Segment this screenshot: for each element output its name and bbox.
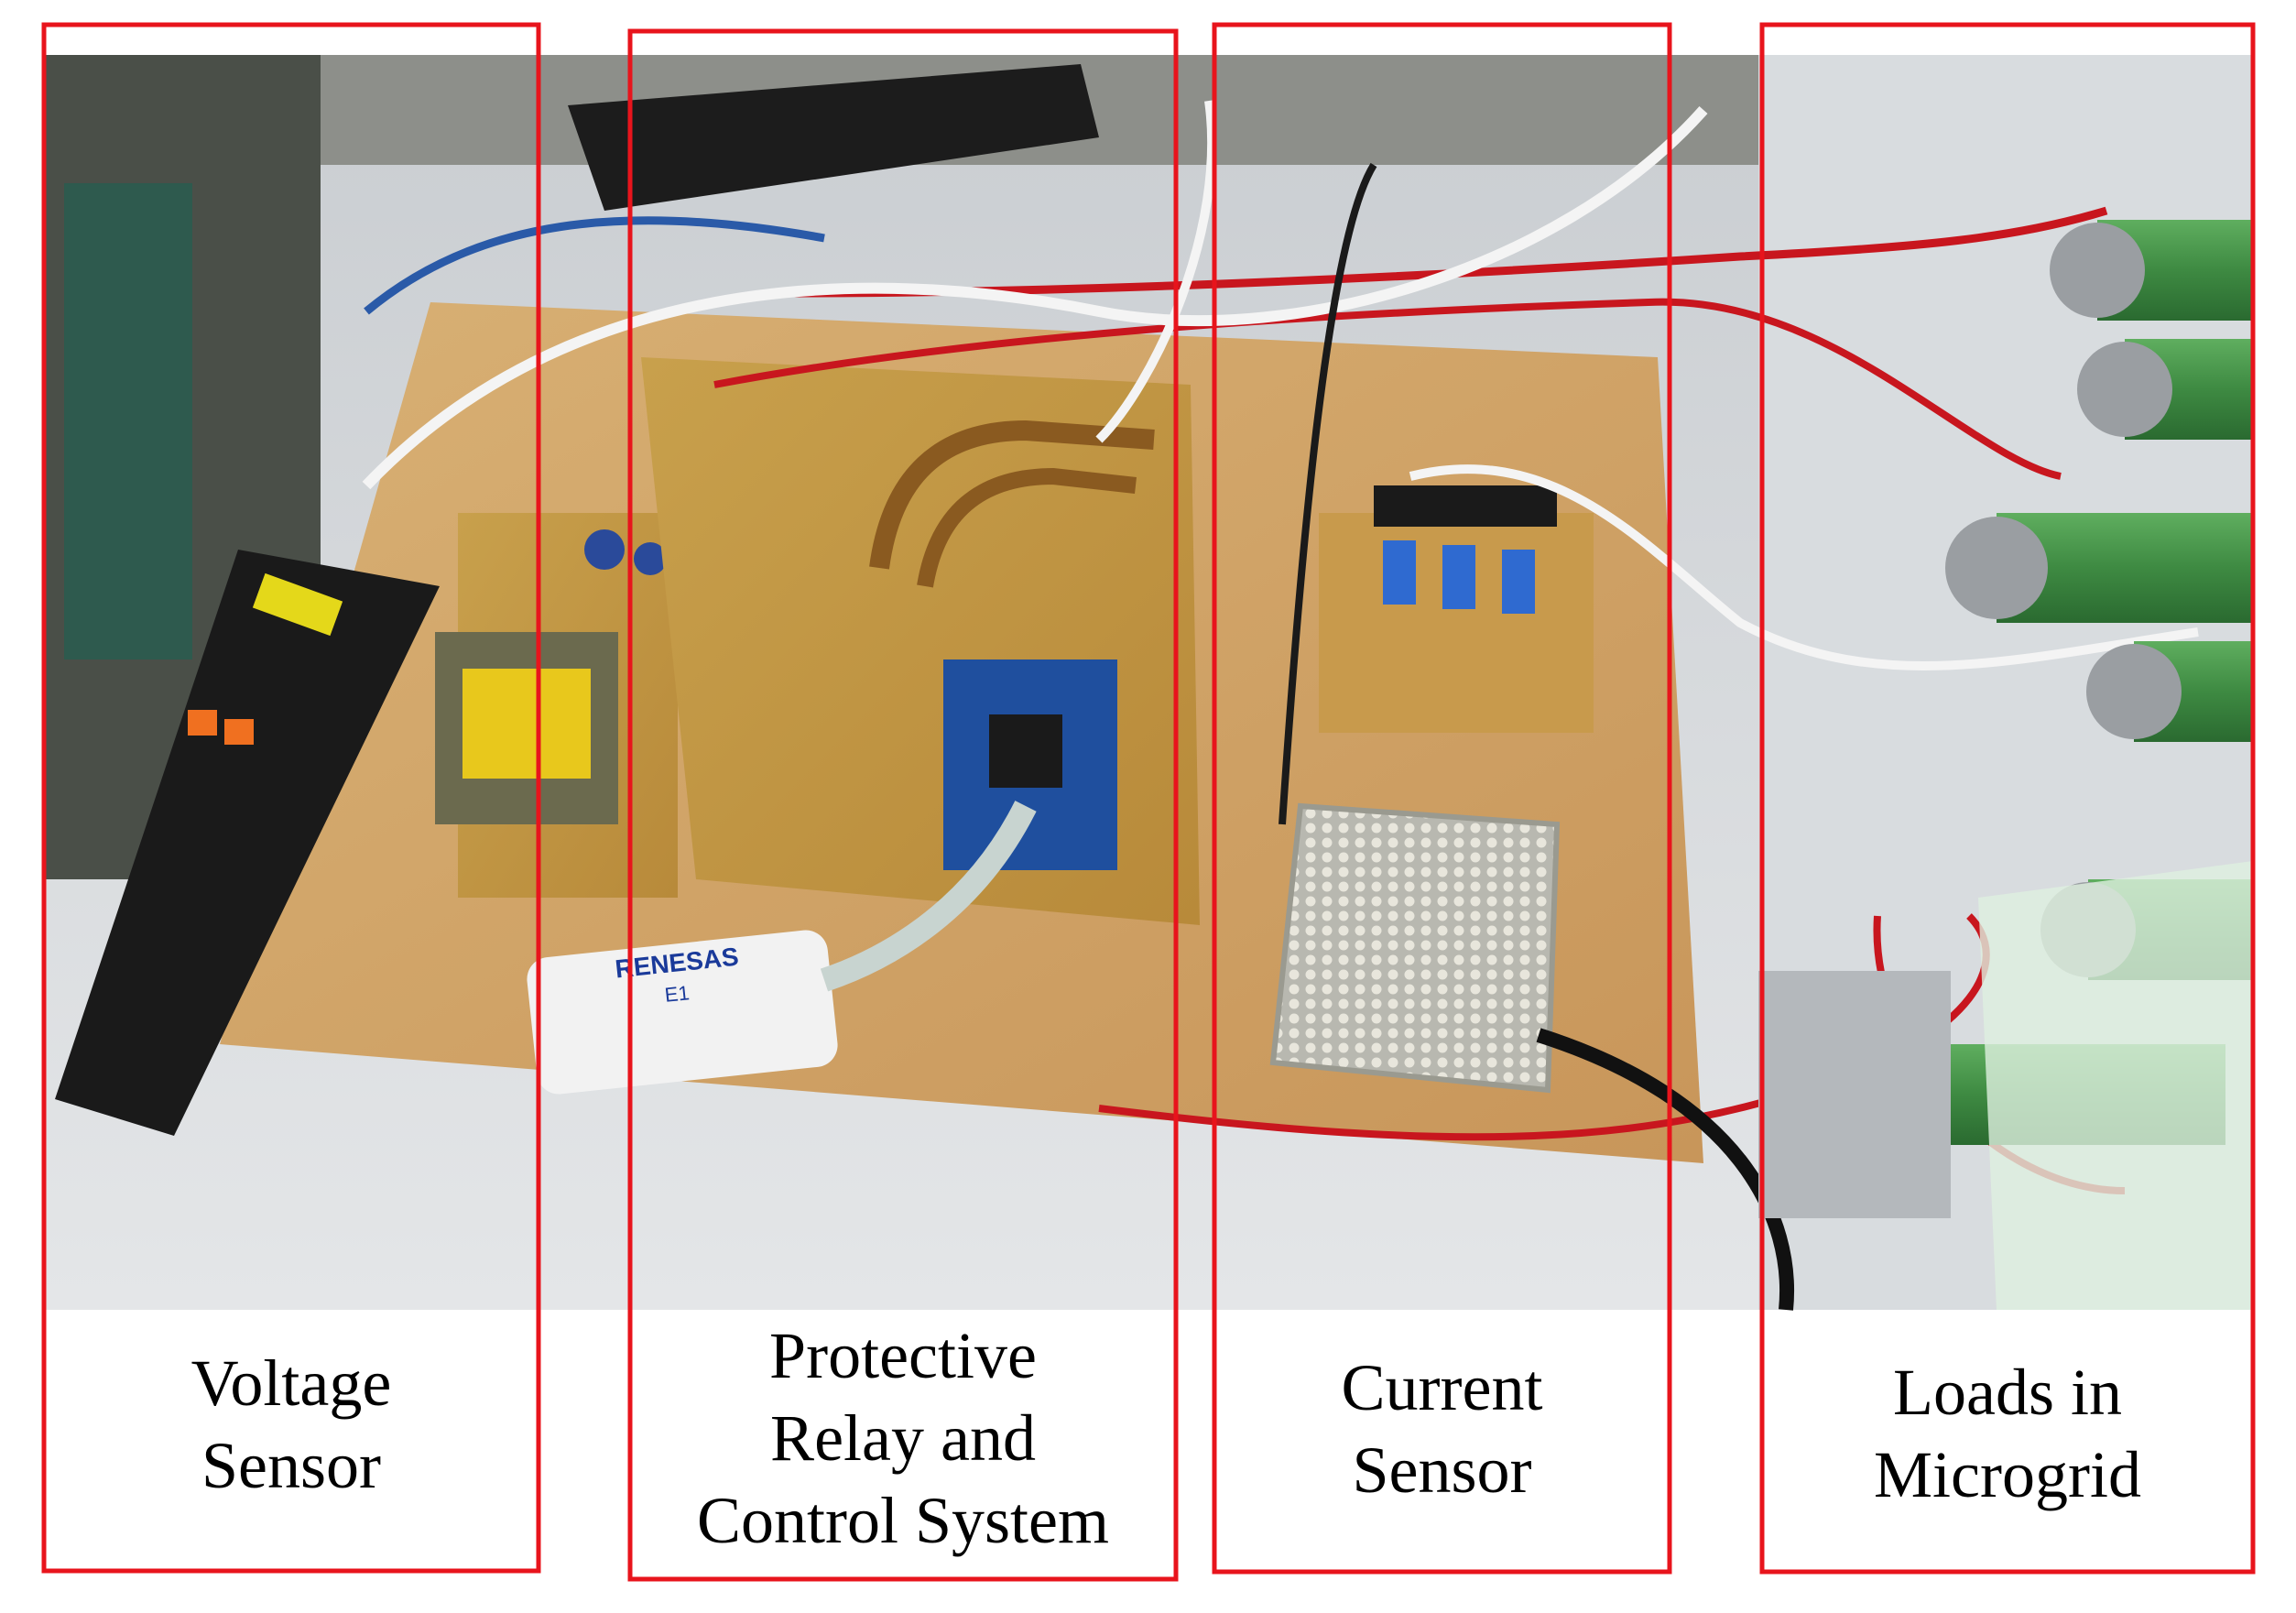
power-supply-unit [1269,802,1561,1094]
left-rack-panel [64,183,192,659]
cable-red [1098,913,1990,1141]
load-resistors [1758,220,2253,1310]
relay-module [1442,545,1475,609]
cable-black [1279,162,1377,825]
label-line: Sensor [1352,1433,1532,1507]
cable-red [713,298,2062,480]
probe-button [188,710,217,736]
label-line: Control System [696,1484,1110,1557]
mounting-bracket [1758,971,1951,1218]
label-line: Protective [769,1319,1037,1392]
relay-module [1502,550,1535,614]
capacitor [584,529,625,570]
probe-display [252,572,343,637]
mcu-chip [989,714,1062,788]
section-frames [41,22,2256,1582]
cable-ribbon [820,801,1037,992]
cable-black [1536,1028,1794,1311]
label-voltage-sensor: Voltage Sensor [44,1342,539,1507]
label-line: Relay and [770,1401,1036,1475]
resistor-end-cap [2077,342,2172,437]
resistor-end-cap [2086,644,2182,739]
frame-protective-relay [627,28,1179,1582]
label-line: Loads in [1893,1356,2122,1429]
resistor-end-cap [2050,223,2145,318]
pcb-trace [917,467,1137,588]
frame-voltage-sensor [41,22,541,1574]
current-clamp-top [568,64,1099,211]
cable-red [787,206,2108,298]
label-line: Voltage [190,1346,392,1420]
label-current-sensor: Current Sensor [1214,1346,1670,1511]
relay-module [1383,540,1416,605]
lab-setup-photo: RENESAS E1 [46,55,2253,1311]
emulator-device [527,930,838,1095]
transformer-coil [462,669,591,779]
cable-white [362,106,1708,490]
probe-button [224,719,254,745]
label-protective-relay: Protective Relay and Control System [630,1314,1176,1562]
frame-loads [1759,22,2256,1575]
cable-blue [364,216,825,315]
cable-white [1409,464,2199,670]
label-loads: Loads in Microgrid [1762,1351,2253,1516]
capacitor [634,542,667,575]
frame-current-sensor [1212,22,1672,1575]
label-line: Microgrid [1874,1438,2141,1511]
pcb-trace [869,420,1155,570]
plastic-bag [1978,861,2253,1310]
terminal-block [1374,485,1557,527]
resistor-end-cap [1945,517,2048,619]
emulator-logo-sub: E1 [664,981,691,1007]
voltage-probe-body [55,550,440,1136]
cable-white [1095,100,1217,443]
label-line: Sensor [201,1429,381,1502]
label-strip [0,1312,2296,1613]
label-line: Current [1341,1351,1543,1424]
